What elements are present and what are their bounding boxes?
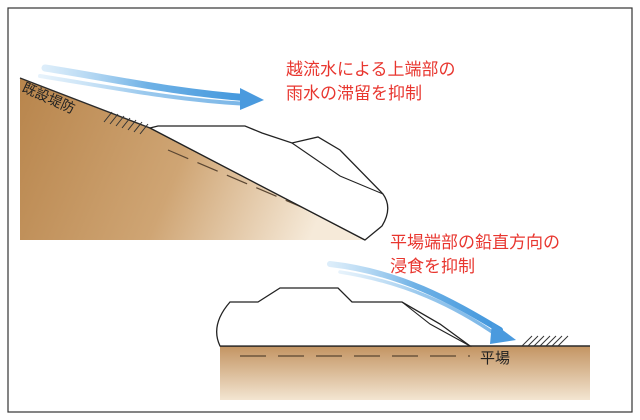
flat-area-label: 平場 — [480, 349, 511, 367]
upper-caption-line1: 越流水による上端部の — [286, 60, 456, 80]
slope-block-inner — [291, 142, 384, 195]
levee-hatch — [103, 111, 149, 135]
flat-block-inner — [401, 301, 471, 347]
upper-caption-line2: 雨水の滞留を抑制 — [286, 84, 422, 104]
lower-caption-line1: 平場端部の鉛直方向の — [390, 233, 560, 253]
flat-hatch — [521, 335, 569, 347]
lower-caption-line2: 浸食を抑制 — [390, 257, 475, 277]
flat-soil — [220, 346, 590, 400]
levee-slope-section — [19, 77, 389, 241]
flat-block — [216, 287, 472, 347]
outer-frame — [7, 7, 633, 413]
slope-block — [148, 125, 389, 241]
upper-water-flow — [38, 64, 264, 110]
lower-water-flow — [327, 261, 516, 344]
flat-area-section — [216, 287, 590, 400]
